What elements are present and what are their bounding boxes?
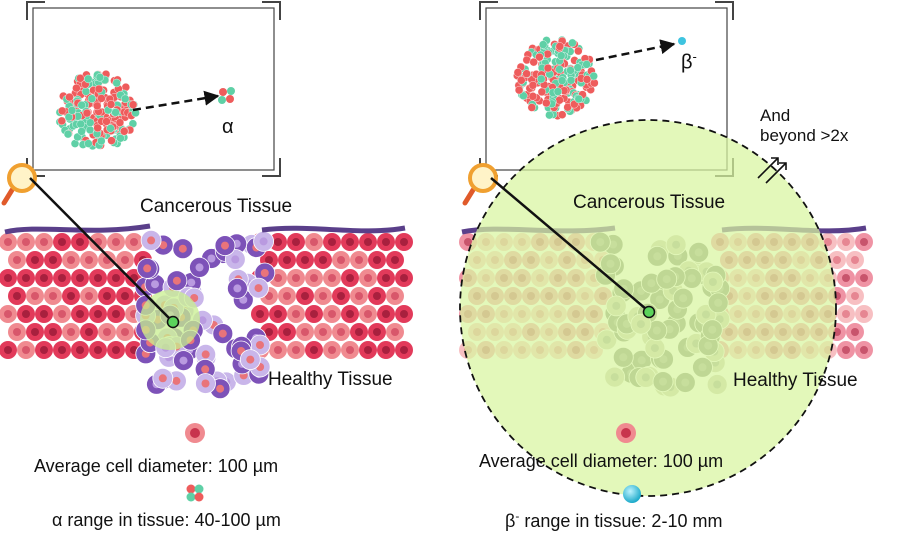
cell-diameter-caption: Average cell diameter: 100 µm <box>479 451 724 471</box>
alpha-zoom-line <box>29 177 172 321</box>
healthy-tissue-label: Healthy Tissue <box>268 369 393 390</box>
beta-particle-icon <box>678 37 686 45</box>
magnifier-icon <box>1 163 37 206</box>
alpha-panel <box>0 1 413 502</box>
target-dot-icon <box>166 315 180 329</box>
target-dot-icon <box>642 305 656 319</box>
alpha-emission-arrow <box>132 90 220 112</box>
alpha-frame <box>26 1 281 177</box>
arrows-icon <box>757 157 787 184</box>
cancerous-tissue-label: Cancerous Tissue <box>573 192 726 213</box>
magnifier-icon <box>462 163 498 206</box>
beta-range-caption: β- range in tissue: 2-10 mm <box>505 509 723 531</box>
beta-symbol: β- <box>681 49 697 74</box>
nucleus-icon <box>55 69 140 151</box>
beta-particle-icon <box>623 485 641 503</box>
beta-panel <box>459 1 873 503</box>
alpha-range-caption: α range in tissue: 40-100 µm <box>52 510 281 530</box>
cancerous-tissue-label: Cancerous Tissue <box>140 196 293 217</box>
alpha-particle-icon <box>218 87 235 104</box>
beta-zoom-line <box>490 177 647 310</box>
alpha-symbol: α <box>222 116 234 138</box>
beta-emission-arrow <box>595 39 676 62</box>
cell-icon <box>185 423 205 443</box>
cell-icon <box>616 423 636 443</box>
alpha-particle-icon <box>186 484 204 502</box>
nucleus-icon <box>513 35 599 121</box>
alpha-membrane <box>4 223 406 235</box>
cell-diameter-caption: Average cell diameter: 100 µm <box>34 456 279 476</box>
healthy-tissue-label: Healthy Tissue <box>733 370 858 391</box>
